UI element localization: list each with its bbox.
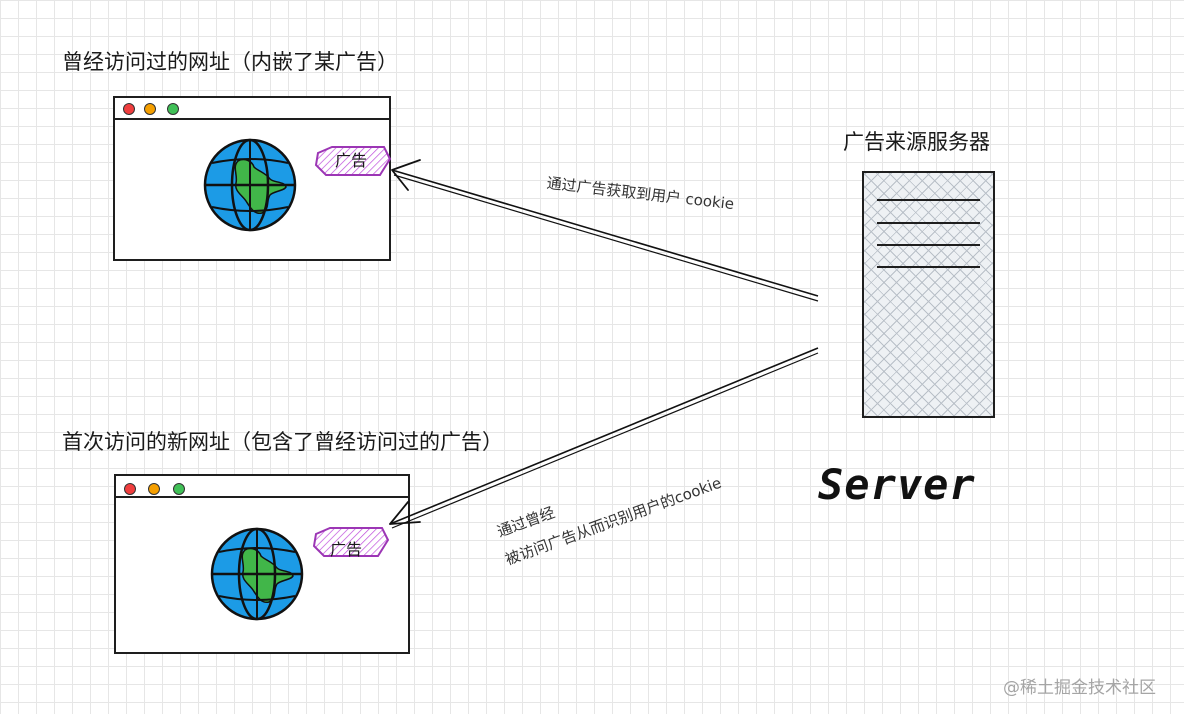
minimize-dot-icon	[144, 103, 156, 115]
globe-icon	[203, 138, 297, 232]
server-rack-line	[877, 266, 980, 268]
server-rack-line	[877, 199, 980, 201]
server-name: Server	[818, 460, 976, 509]
maximize-dot-icon	[173, 483, 185, 495]
arrow-to-bottom-ad	[389, 347, 819, 525]
arrow-to-top-ad	[391, 169, 819, 297]
ad-badge	[312, 527, 390, 557]
server-title: 广告来源服务器	[843, 130, 990, 154]
ad-label-top: 广告	[335, 151, 368, 170]
minimize-dot-icon	[148, 483, 160, 495]
maximize-dot-icon	[167, 103, 179, 115]
bottom-site-title: 首次访问的新网址（包含了曾经访问过的广告）	[62, 430, 503, 454]
server-icon	[862, 171, 995, 418]
globe-icon	[210, 527, 304, 621]
server-rack-line	[877, 244, 980, 246]
watermark: @稀土掘金技术社区	[1003, 678, 1156, 698]
top-site-title: 曾经访问过的网址（内嵌了某广告）	[62, 50, 398, 74]
server-rack-line	[877, 222, 980, 224]
window-titlebar	[116, 476, 408, 498]
ad-label-bottom: 广告	[330, 540, 363, 559]
close-dot-icon	[123, 103, 135, 115]
ad-badge	[314, 146, 392, 176]
close-dot-icon	[124, 483, 136, 495]
window-titlebar	[115, 98, 389, 120]
top-browser-window	[113, 96, 391, 261]
